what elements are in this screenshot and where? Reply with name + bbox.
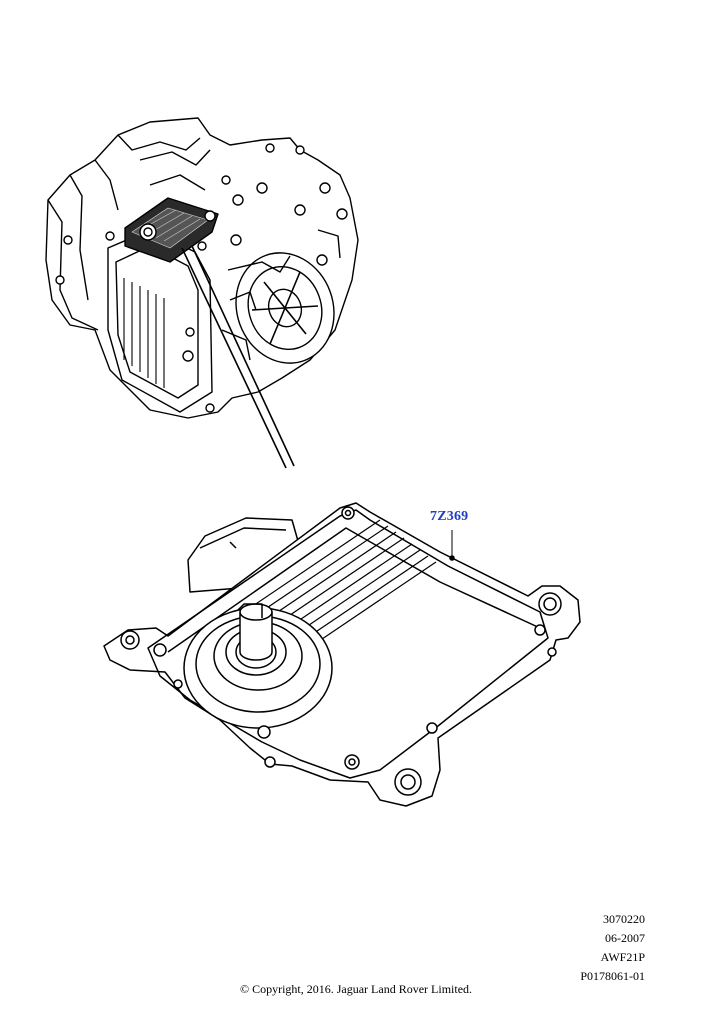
control-module-illustration [103,502,581,807]
reference-date: 06-2007 [605,931,645,945]
reference-model-code: AWF21P [600,950,645,964]
illustration-reference-codes: 3070220 06-2007 AWF21P P0178061-01 [580,910,645,986]
copyright-notice: © Copyright, 2016. Jaguar Land Rover Lim… [239,982,473,996]
reference-code: 3070220 [603,912,645,926]
reference-illustration-id: P0178061-01 [580,969,645,983]
part-callout-7z369[interactable]: 7Z369 [430,509,469,524]
transmission-assembly-illustration [45,117,359,469]
